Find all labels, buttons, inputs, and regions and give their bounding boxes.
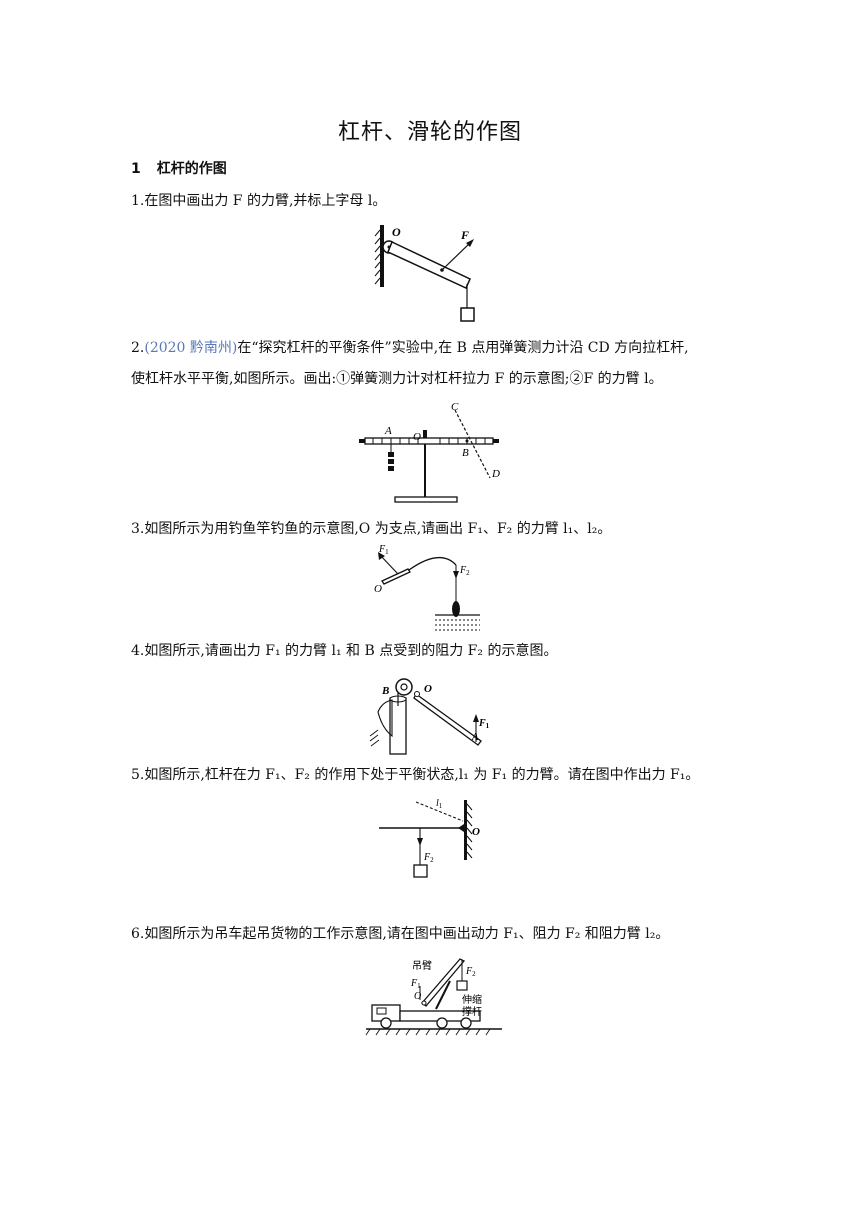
figure-1-lever: O F [374,225,475,322]
label-telescopic: 伸缩 [462,993,482,1006]
force-f-arrow [441,241,472,271]
question-3-text: 3.如图所示为用钓鱼竿钓鱼的示意图,O 为支点,请画出 F₁、F₂ 的力臂 l₁… [131,521,612,537]
fish [452,601,460,617]
question-6-text: 6.如图所示为吊车起吊货物的工作示意图,请在图中画出动力 F₁、阻力 F₂ 和阻… [131,926,670,942]
question-4-text: 4.如图所示,请画出力 F₁ 的力臂 l₁ 和 B 点受到的阻力 F₂ 的示意图… [131,643,558,659]
question-2-text-line2: 使杠杆水平平衡,如图所示。画出:①弹簧测力计对杠杆拉力 F 的示意图;②F 的力… [131,371,663,387]
rod-handle [381,568,411,585]
stand-base [394,496,458,503]
label-a: A [384,425,392,437]
label-f: F [460,228,469,242]
figure-2-lever-experiment: A O B C D [359,401,500,503]
label-d: D [491,468,500,480]
label-strut: 撑杆 [462,1005,482,1018]
label-a: A [471,732,479,743]
label-o: O [414,991,421,1002]
lever-bar [413,693,482,746]
section-number: 1 [131,161,141,177]
section-heading: 1 杠杆的作图 [131,158,227,178]
line-cd [454,409,491,479]
label-f1: F1 [378,544,389,556]
cargo [456,980,468,991]
label-l1: l1 [436,798,443,810]
arm-l1-line [415,801,464,822]
rod-tip [408,557,457,571]
label-b: B [462,447,469,459]
wall-hatch [374,229,381,285]
label-f1: F1 [410,978,421,990]
label-f2: F2 [459,565,470,577]
label-f2: F2 [465,966,476,978]
label-o: O [424,683,432,695]
wall [464,800,467,860]
weight [413,864,428,878]
label-o: O [374,583,382,595]
label-o: O [472,826,480,838]
figure-5-wall-lever: l1 O F2 [379,798,480,878]
figure-4-pulley-lever: B O F1 A [369,678,490,755]
label-c: C [451,401,459,413]
label-boom: 吊臂 [412,959,432,972]
section-label: 杠杆的作图 [156,161,227,177]
label-o: O [392,225,401,239]
label-o: O [413,431,421,443]
telescopic-strut [435,980,451,1010]
lever-bar [364,437,494,445]
label-b: B [381,685,389,697]
question-2-source: (2020 黔南州) [144,340,238,356]
figure-6-crane: 吊臂 F2 F1 O 伸缩 撑杆 [365,958,502,1036]
question-2-text-line1: 2.(2020 黔南州)在“探究杠杆的平衡条件”实验中,在 B 点用弹簧测力计沿… [131,340,689,356]
figure-3-fishing-rod: F1 F2 O [374,544,480,631]
lever-bar [387,240,471,289]
label-f1: F1 [478,718,490,730]
page-title: 杠杆、滑轮的作图 [337,120,522,145]
weight [460,307,475,322]
question-1-text: 1.在图中画出力 F 的力臂,并标上字母 l。 [131,193,387,209]
question-5-text: 5.如图所示,杠杆在力 F₁、F₂ 的作用下处于平衡状态,l₁ 为 F₁ 的力臂… [131,767,700,783]
force-f1-arrow [379,554,399,575]
wall [380,225,384,287]
label-f2: F2 [423,852,434,864]
